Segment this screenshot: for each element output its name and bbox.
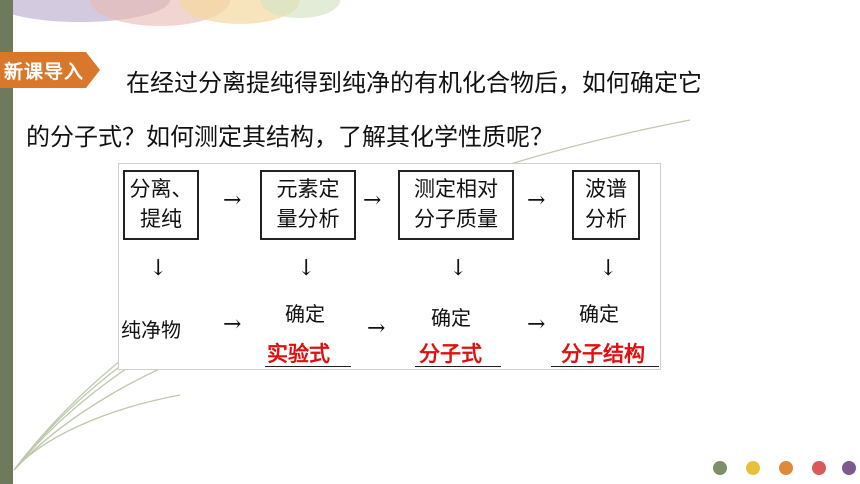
lesson-tag-label: 新课导入 xyxy=(4,61,85,83)
footer-dot-1 xyxy=(713,461,727,475)
left-side-bar xyxy=(0,0,13,484)
answer-molecular-formula: 分子式 xyxy=(419,342,482,366)
flow-box-element-analysis: 元素定 量分析 xyxy=(260,170,356,240)
arrow-down-3: ↓ xyxy=(449,256,468,281)
lesson-tag-shape xyxy=(0,52,100,88)
blank-line-1 xyxy=(265,366,351,367)
arrow-right-6: → xyxy=(527,312,546,337)
blank-line-2 xyxy=(415,366,501,367)
label-determine-3: 确定 xyxy=(579,302,619,326)
label-pure-substance: 纯净物 xyxy=(121,318,181,342)
arrow-right-2: → xyxy=(363,188,382,213)
footer-dot-2 xyxy=(746,461,760,475)
footer-dot-5 xyxy=(842,461,856,475)
answer-molecular-structure: 分子结构 xyxy=(561,342,645,366)
answer-empirical-formula: 实验式 xyxy=(267,342,330,366)
flow-box-molecular-mass: 测定相对 分子质量 xyxy=(398,170,514,240)
blank-line-3 xyxy=(551,366,659,367)
arrow-right-4: → xyxy=(223,312,242,337)
arrow-right-5: → xyxy=(367,316,386,341)
arrow-down-2: ↓ xyxy=(297,256,316,281)
footer-dot-4 xyxy=(812,461,826,475)
arrow-right-3: → xyxy=(527,188,546,213)
analysis-flow-diagram: 分离、 提纯 元素定 量分析 测定相对 分子质量 波谱 分析 → → → ↓ ↓… xyxy=(118,163,661,370)
intro-line-1: 在经过分离提纯得到纯净的有机化合物后，如何确定它 xyxy=(126,69,702,97)
footer-dot-3 xyxy=(779,461,793,475)
intro-line-2: 的分子式？如何测定其结构，了解其化学性质呢？ xyxy=(26,123,554,151)
flow-box-separation: 分离、 提纯 xyxy=(123,170,199,240)
label-determine-2: 确定 xyxy=(431,306,471,330)
arrow-right-1: → xyxy=(223,188,242,213)
arrow-down-4: ↓ xyxy=(599,256,618,281)
arrow-down-1: ↓ xyxy=(149,256,168,281)
flow-box-spectral-analysis: 波谱 分析 xyxy=(572,170,640,240)
intro-question: 在经过分离提纯得到纯净的有机化合物后，如何确定它 的分子式？如何测定其结构，了解… xyxy=(26,56,846,164)
label-determine-1: 确定 xyxy=(285,302,325,326)
